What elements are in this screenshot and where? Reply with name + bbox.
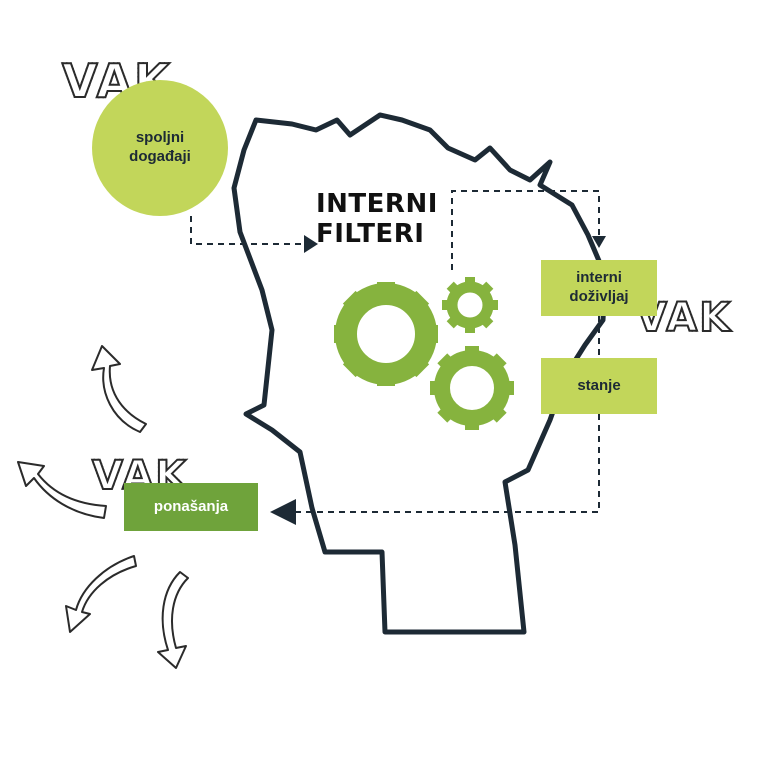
behaviors-box: ponašanja	[124, 483, 258, 531]
curved-arrow-icon	[17, 461, 107, 519]
arrowhead-behaviors	[270, 499, 296, 525]
state-box: stanje	[541, 358, 657, 414]
curved-arrow-icon	[91, 345, 147, 433]
external-events-label: spoljni događaji	[129, 129, 191, 165]
events-to-filters-line	[190, 216, 304, 245]
internal-experience-box: interni doživljaj	[541, 260, 657, 316]
external-events-circle: spoljni događaji	[92, 80, 228, 216]
gear-icon	[430, 346, 514, 430]
gear-icon	[334, 282, 438, 386]
curved-arrow-icon	[157, 571, 189, 669]
filters-to-experience-line	[451, 190, 600, 270]
gear-icon	[442, 277, 498, 333]
internal-filters-title: INTERNI FILTERI	[316, 189, 438, 249]
curved-arrow-icon	[65, 555, 137, 633]
arrowhead-filters	[304, 235, 318, 253]
flow-connectors	[190, 190, 600, 513]
behavior-arrows	[17, 345, 189, 669]
head-outline-icon	[231, 112, 608, 635]
state-to-behaviors-line	[296, 414, 600, 513]
arrowhead-experience	[592, 236, 606, 248]
